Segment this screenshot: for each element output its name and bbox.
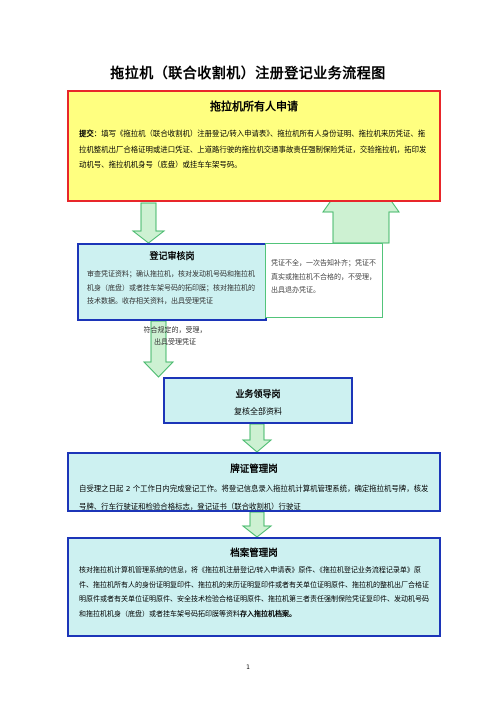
plate-box: 牌证管理岗 自受理之日起 2 个工作日内完成登记工作。将登记信息录入拖拉机计算机… [67, 452, 441, 512]
applicant-heading: 拖拉机所有人申请 [210, 100, 298, 113]
reviewer-text: 审查凭证资料；确认拖拉机，核对发动机号码和拖拉机机身（底盘）或者挂车架号码的拓印… [87, 270, 255, 305]
reviewer-heading: 登记审核岗 [149, 252, 195, 262]
applicant-lead: 提交 [79, 129, 94, 138]
plate-text: 自受理之日起 2 个工作日内完成登记工作。将登记信息录入拖拉机计算机管理系统，确… [79, 484, 429, 511]
arrow-reviewer-to-leader [142, 320, 175, 378]
leader-box: 业务领导岗 复核全部资料 [163, 377, 353, 424]
plate-heading: 牌证管理岗 [230, 464, 278, 475]
archive-heading: 档案管理岗 [230, 548, 278, 559]
reject-box: 凭证不全，一次告知补齐；凭证不真实或拖拉机不合格的，不受理，出具退办凭证。 [265, 243, 383, 318]
reviewer-box: 登记审核岗 审查凭证资料；确认拖拉机，核对发动机号码和拖拉机机身（底盘）或者挂车… [77, 243, 267, 321]
applicant-box: 拖拉机所有人申请 提交：填写《拖拉机（联合收割机）注册登记/转入申请表》、拖拉机… [67, 90, 441, 202]
accept-note: 符合规定的，受理，出具受理凭证 [143, 326, 207, 346]
arrow-leader-to-plate [241, 423, 273, 453]
page-title: 拖拉机（联合收割机）注册登记业务流程图 [110, 66, 386, 82]
arrow-plate-to-archive [241, 511, 273, 538]
archive-tail: 存入拖拉机档案。 [240, 609, 296, 618]
applicant-text: 提交：填写《拖拉机（联合收割机）注册登记/转入申请表》、拖拉机所有人身份证明、拖… [79, 126, 429, 173]
applicant-body: ：填写《拖拉机（联合收割机）注册登记/转入申请表》、拖拉机所有人身份证明、拖拉机… [79, 129, 427, 169]
archive-body: 核对拖拉机计算机管理系统的信息，将《拖拉机注册登记/转入申请表》原件、《拖拉机登… [79, 566, 429, 618]
archive-text: 核对拖拉机计算机管理系统的信息，将《拖拉机注册登记/转入申请表》原件、《拖拉机登… [79, 563, 429, 621]
leader-text: 复核全部资料 [234, 407, 282, 416]
archive-box: 档案管理岗 核对拖拉机计算机管理系统的信息，将《拖拉机注册登记/转入申请表》原件… [67, 537, 441, 637]
arrow-applicant-to-reviewer [131, 202, 166, 244]
page-number: 1 [246, 664, 250, 671]
leader-heading: 业务领导岗 [235, 390, 281, 400]
